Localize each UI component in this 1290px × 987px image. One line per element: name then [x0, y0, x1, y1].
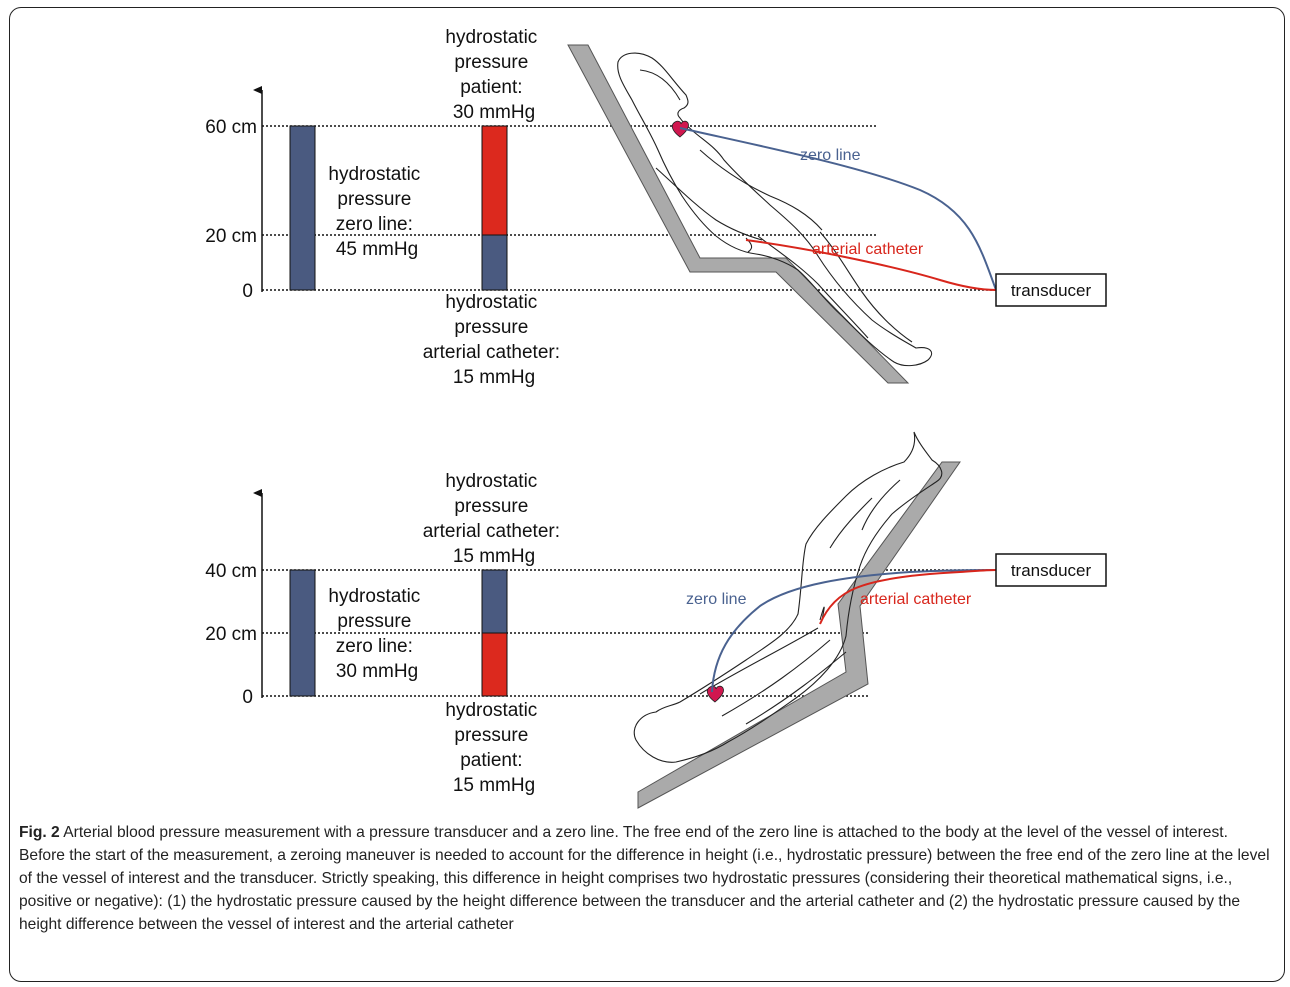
bottom-above-label: hydrostatic pressure arterial catheter: … [423, 471, 566, 567]
bottom-tick-0: 0 [242, 687, 253, 708]
top-zero-line-bar [289, 125, 316, 291]
top-tick-0: 0 [242, 281, 253, 302]
bottom-zero-line-label: zero line [686, 591, 747, 608]
bottom-arterial-catheter-tube [819, 569, 997, 625]
figure-caption: Fig. 2 Arterial blood pressure measureme… [19, 821, 1274, 936]
figure-caption-text: Arterial blood pressure measurement with… [19, 824, 1270, 933]
top-above-label: hydrostatic pressure patient: 30 mmHg [445, 27, 542, 123]
top-zero-line-tube [679, 127, 997, 291]
top-catheter-bar-blue [481, 234, 508, 291]
bottom-tick-40: 40 cm [205, 561, 257, 582]
top-left-label: hydrostatic pressure zero line: 45 mmHg [328, 164, 425, 260]
bottom-heart-icon [706, 685, 724, 703]
top-transducer-box [995, 273, 1107, 307]
bottom-tilted-table [637, 461, 961, 809]
top-patient-bar-red [481, 125, 508, 236]
top-tilted-table [567, 44, 910, 384]
bottom-transducer-label: transducer [1011, 561, 1092, 580]
top-transducer-label: transducer [1011, 281, 1092, 300]
bottom-zero-line-tube [711, 569, 997, 693]
bottom-transducer-box [995, 553, 1107, 587]
top-panel: 60 cm 20 cm 0 hydrostatic pressure patie… [205, 27, 1107, 388]
bottom-panel: 40 cm 20 cm 0 hydrostatic pressure arter… [205, 431, 1107, 809]
top-below-label: hydrostatic pressure arterial catheter: … [423, 292, 566, 388]
bottom-catheter-label: arterial catheter [860, 591, 972, 608]
bottom-patient-bar-red [481, 632, 508, 697]
bottom-left-label: hydrostatic pressure zero line: 30 mmHg [328, 586, 425, 682]
bottom-zero-line-bar [289, 569, 316, 697]
top-patient-figure [617, 52, 933, 367]
diagram-canvas: 60 cm 20 cm 0 hydrostatic pressure patie… [205, 27, 1107, 809]
bottom-below-label: hydrostatic pressure patient: 15 mmHg [445, 700, 542, 796]
figure-frame [9, 7, 1285, 982]
bottom-tick-20: 20 cm [205, 624, 257, 645]
top-catheter-label: arterial catheter [812, 241, 924, 258]
figure-caption-label: Fig. 2 [19, 824, 60, 841]
top-zero-line-label: zero line [800, 147, 861, 164]
bottom-catheter-bar-blue [481, 569, 508, 634]
top-tick-20: 20 cm [205, 226, 257, 247]
top-arterial-catheter-tube [745, 239, 997, 291]
top-tick-60: 60 cm [205, 117, 257, 138]
